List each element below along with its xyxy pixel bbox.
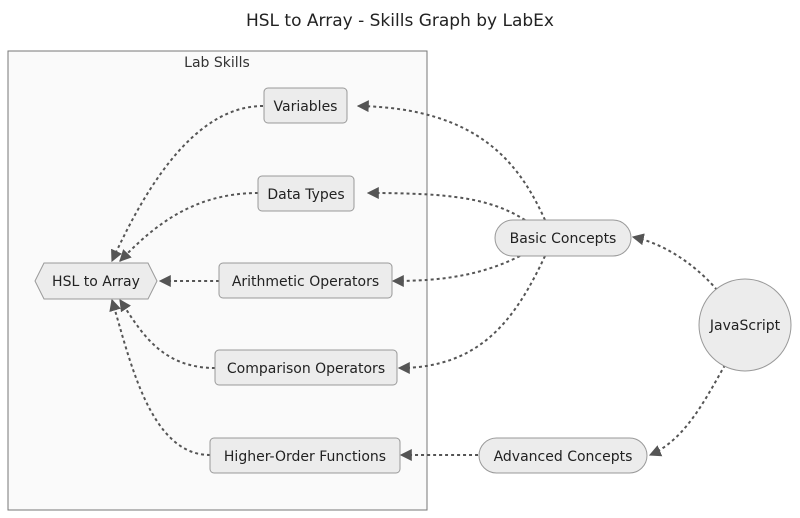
- edge-basic-variables: [356, 100, 546, 221]
- edge-higher-order-hsl: [109, 298, 211, 456]
- node-arithmetic-operators[interactable]: Arithmetic Operators: [218, 262, 393, 299]
- node-comparison-operators-label: Comparison Operators: [227, 361, 385, 377]
- node-hsl-to-array-label: HSL to Array: [52, 274, 140, 290]
- edge-variables-hsl: [111, 105, 264, 263]
- node-variables[interactable]: Variables: [263, 87, 348, 124]
- node-javascript-label: JavaScript: [709, 318, 781, 334]
- node-hsl-to-array[interactable]: HSL to Array: [34, 262, 158, 300]
- node-data-types[interactable]: Data Types: [257, 175, 355, 212]
- edge-javascript-advanced: [648, 364, 726, 457]
- edge-basic-data-types: [366, 187, 526, 221]
- node-higher-order-functions-label: Higher-Order Functions: [224, 449, 386, 465]
- node-basic-concepts[interactable]: Basic Concepts: [494, 219, 632, 257]
- node-basic-concepts-label: Basic Concepts: [510, 231, 617, 247]
- node-higher-order-functions[interactable]: Higher-Order Functions: [209, 437, 401, 474]
- node-variables-label: Variables: [274, 99, 338, 115]
- edge-basic-arithmetic: [391, 255, 521, 287]
- cluster-label: Lab Skills: [184, 55, 250, 71]
- node-data-types-label: Data Types: [267, 187, 344, 203]
- node-javascript[interactable]: JavaScript: [698, 278, 792, 372]
- edge-basic-comparison: [397, 255, 546, 374]
- node-advanced-concepts[interactable]: Advanced Concepts: [478, 437, 648, 474]
- edge-comparison-hsl: [119, 299, 216, 369]
- edges: [109, 100, 726, 461]
- edge-javascript-basic: [631, 233, 718, 291]
- diagram-title: HSL to Array - Skills Graph by LabEx: [246, 11, 554, 31]
- node-advanced-concepts-label: Advanced Concepts: [494, 449, 633, 465]
- node-arithmetic-operators-label: Arithmetic Operators: [232, 274, 379, 290]
- node-comparison-operators[interactable]: Comparison Operators: [214, 349, 398, 386]
